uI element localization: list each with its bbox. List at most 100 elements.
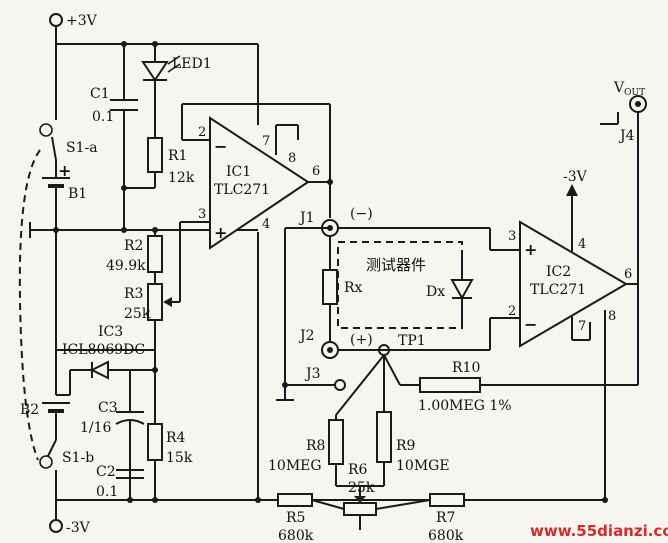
ic2-pin6: 6 bbox=[624, 267, 632, 282]
label-ic3: IC3 bbox=[98, 324, 123, 340]
ic2-pin3: 3 bbox=[508, 229, 516, 244]
label-r3-value: 25k bbox=[124, 306, 151, 322]
resistor-r9 bbox=[376, 411, 392, 463]
label-r7: R7 bbox=[436, 510, 455, 526]
jack-j3 bbox=[334, 379, 346, 391]
label-r7-value: 680k bbox=[428, 528, 464, 543]
labels: +3V -3V -3V LED1 C1 0.1 R1 12k S1-a B1 +… bbox=[20, 13, 668, 543]
label-r9-value: 10MGE bbox=[396, 458, 450, 474]
label-ic3-part: ICL8069DC bbox=[62, 342, 145, 358]
ic1-pin3: 3 bbox=[198, 207, 206, 222]
label-b2: B2 bbox=[20, 402, 39, 418]
ic1-pin6: 6 bbox=[312, 164, 320, 179]
negative-supply-terminal bbox=[49, 519, 63, 533]
label-b1-plus: + bbox=[58, 161, 71, 180]
label-c3-value: 1/16 bbox=[80, 420, 112, 436]
label-rx: Rx bbox=[344, 280, 363, 296]
ic2-triangle bbox=[519, 220, 628, 348]
resistor-r5 bbox=[277, 493, 313, 507]
label-c3: C3 bbox=[98, 400, 118, 416]
label-r5-value: 680k bbox=[278, 528, 314, 543]
label-vout-main: V bbox=[613, 80, 625, 96]
junctions bbox=[53, 41, 608, 503]
resistor-r2 bbox=[147, 235, 163, 273]
label-b1: B1 bbox=[68, 186, 87, 202]
diode-dx bbox=[450, 279, 474, 301]
label-j2: J2 bbox=[298, 328, 315, 344]
label-c2-value: 0.1 bbox=[96, 484, 118, 500]
output-jack-vout bbox=[629, 95, 647, 113]
label-r9: R9 bbox=[396, 438, 415, 454]
left-supply-wiring bbox=[18, 13, 605, 533]
ic2-plus: + bbox=[524, 240, 537, 259]
label-r4-value: 15k bbox=[166, 450, 193, 466]
label-ic1: IC1 bbox=[226, 164, 251, 180]
ic3-diode-symbol bbox=[89, 360, 109, 380]
ic1-pin4: 4 bbox=[262, 217, 270, 232]
led1-symbol bbox=[141, 61, 169, 82]
label-c2: C2 bbox=[96, 464, 116, 480]
label-s1b: S1-b bbox=[62, 450, 94, 466]
ic1-pin2: 2 bbox=[198, 125, 206, 140]
ic2-pin8: 8 bbox=[608, 309, 616, 324]
label-c1: C1 bbox=[90, 86, 110, 102]
switch-s1a-contact bbox=[39, 123, 53, 137]
label-s1a: S1-a bbox=[66, 140, 98, 156]
led-branch bbox=[110, 44, 181, 230]
ic1-pin7: 7 bbox=[262, 134, 270, 149]
switch-gang-link bbox=[18, 149, 41, 461]
label-pos-supply: +3V bbox=[66, 13, 98, 29]
ic1-opamp bbox=[181, 44, 331, 500]
label-j1-sign: (−) bbox=[350, 206, 373, 222]
label-r2-value: 49.9k bbox=[106, 258, 146, 274]
resistor-rx bbox=[322, 269, 338, 305]
ic2-minus: − bbox=[524, 315, 537, 334]
label-vout: VOUT bbox=[613, 80, 645, 98]
label-r1-value: 12k bbox=[168, 170, 195, 186]
offset-network bbox=[277, 354, 465, 530]
ic1-minus: − bbox=[214, 137, 227, 156]
resistor-r1 bbox=[147, 137, 163, 173]
ic2-opamp bbox=[400, 95, 647, 500]
ic2-pin2: 2 bbox=[508, 304, 516, 319]
test-fixture bbox=[276, 219, 520, 401]
label-r10-value: 1.00MEG 1% bbox=[418, 398, 512, 414]
label-r1: R1 bbox=[168, 148, 187, 164]
label-tp1: TP1 bbox=[398, 333, 426, 349]
label-led1: LED1 bbox=[172, 56, 212, 72]
label-dx: Dx bbox=[426, 284, 445, 300]
label-r2: R2 bbox=[124, 238, 143, 254]
ic2-pin7: 7 bbox=[578, 319, 586, 334]
label-r3: R3 bbox=[124, 286, 143, 302]
label-r6: R6 bbox=[348, 462, 368, 478]
negative-supply-arrow bbox=[566, 184, 578, 196]
label-j3: J3 bbox=[304, 366, 321, 382]
ic1-plus: + bbox=[214, 223, 227, 242]
r3-wiper bbox=[163, 297, 172, 307]
ic1-triangle bbox=[209, 116, 310, 250]
label-j2-sign: (+) bbox=[350, 332, 373, 348]
ic2-pin4: 4 bbox=[578, 237, 586, 252]
label-r8-value: 10MEG bbox=[268, 458, 322, 474]
label-r5: R5 bbox=[286, 510, 305, 526]
label-dut: 测试器件 bbox=[366, 256, 426, 274]
label-neg-supply: -3V bbox=[66, 520, 91, 536]
label-r8: R8 bbox=[306, 438, 325, 454]
dut-box bbox=[337, 241, 463, 329]
label-ic2: IC2 bbox=[546, 264, 571, 280]
ic3-reference bbox=[56, 349, 163, 500]
resistor-r8 bbox=[328, 419, 344, 465]
label-neg-supply-ic2: -3V bbox=[563, 169, 588, 185]
label-vout-sub: OUT bbox=[624, 88, 645, 98]
label-j1: J1 bbox=[298, 210, 315, 226]
resistor-r7 bbox=[429, 493, 465, 507]
positive-supply-terminal bbox=[49, 13, 63, 27]
potentiometer-r6 bbox=[343, 502, 377, 516]
label-r4: R4 bbox=[166, 430, 186, 446]
label-j4: J4 bbox=[618, 128, 635, 144]
label-r6-value: 25k bbox=[348, 480, 375, 496]
label-r10: R10 bbox=[452, 360, 480, 376]
label-ic1-part: TLC271 bbox=[214, 182, 270, 198]
